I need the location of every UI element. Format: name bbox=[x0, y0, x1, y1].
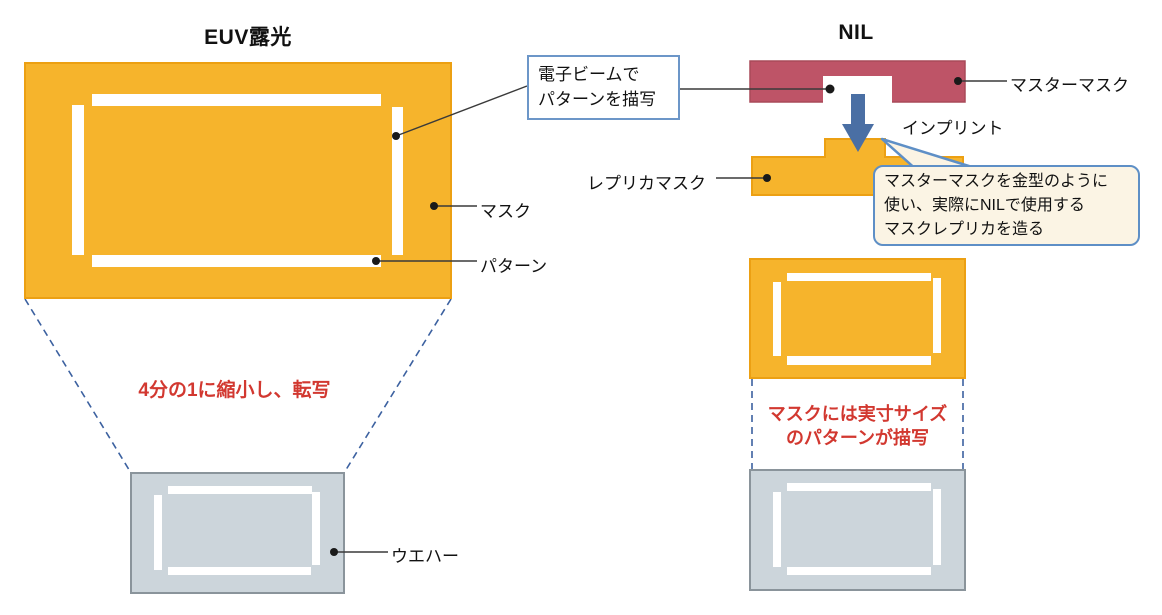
imprint-label: インプリント bbox=[902, 119, 1004, 138]
size-note: マスクには実寸サイズ のパターンが描写 bbox=[752, 402, 963, 450]
nil-title: NIL bbox=[838, 21, 874, 44]
mask-label: マスク bbox=[480, 202, 531, 221]
nil-mask-pattern bbox=[773, 273, 941, 365]
reduction-note: 4分の1に縮小し、転写 bbox=[138, 380, 331, 401]
pattern-bar-left bbox=[773, 492, 781, 567]
replica-note-line1: マスターマスクを金型のように bbox=[884, 173, 1109, 190]
pattern-bar-bottom bbox=[787, 356, 931, 365]
pattern-bar-right bbox=[933, 278, 941, 353]
wafer-left bbox=[130, 472, 345, 594]
dashed-line-left bbox=[24, 298, 132, 474]
reduction-dashed-lines bbox=[24, 298, 452, 474]
leader-dot bbox=[392, 132, 400, 140]
replica-note-line3: マスクレプリカを造る bbox=[884, 221, 1045, 238]
connector-lines bbox=[330, 77, 1007, 556]
pattern-bar-left bbox=[154, 495, 162, 570]
leader-dot bbox=[954, 77, 962, 85]
imprint-arrow bbox=[842, 94, 874, 152]
same-size-dashed-lines bbox=[751, 379, 964, 469]
wafer-right bbox=[749, 469, 966, 591]
replica-note-bubble: マスターマスクを金型のように 使い、実際にNILで使用する マスクレプリカを造る bbox=[873, 165, 1140, 246]
pattern-bar-right bbox=[312, 492, 320, 565]
leader-dot bbox=[825, 84, 835, 94]
wafer-pattern bbox=[773, 483, 941, 575]
wafer-pattern bbox=[154, 486, 320, 575]
pattern-bar-top bbox=[787, 273, 931, 281]
pattern-bar-left bbox=[72, 105, 84, 255]
arrow-head bbox=[842, 124, 874, 152]
size-note-line1: マスクには実寸サイズ bbox=[767, 404, 948, 424]
arrow-shaft bbox=[851, 94, 865, 125]
pattern-bar-top bbox=[787, 483, 931, 491]
leader-dot bbox=[430, 202, 438, 210]
euv-title: EUV露光 bbox=[204, 26, 292, 49]
pattern-bar-left bbox=[773, 282, 781, 356]
pattern-bar-right bbox=[933, 489, 941, 565]
pattern-bar-bottom bbox=[787, 567, 931, 575]
pattern-bar-top bbox=[92, 94, 381, 106]
ebeam-callout-box: 電子ビームで パターンを描写 bbox=[527, 55, 680, 120]
leader-dot bbox=[330, 548, 338, 556]
pattern-bar-bottom bbox=[168, 567, 311, 575]
nil-mask bbox=[749, 258, 966, 379]
ebeam-callout-line1: 電子ビームで bbox=[538, 65, 640, 84]
euv-mask-pattern bbox=[72, 94, 403, 267]
leader-dot bbox=[763, 174, 771, 182]
replica-note-line2: 使い、実際にNILで使用する bbox=[884, 197, 1085, 214]
master-mask-label: マスターマスク bbox=[1010, 76, 1129, 95]
wafer-label: ウエハー bbox=[391, 547, 459, 566]
dashed-line-right bbox=[343, 298, 452, 474]
pattern-bar-right bbox=[392, 107, 403, 255]
pattern-bar-bottom bbox=[92, 255, 381, 267]
euv-mask bbox=[24, 62, 452, 299]
leader-ebeam-to-euv bbox=[395, 85, 528, 137]
pattern-bar-top bbox=[168, 486, 312, 494]
size-note-line2: のパターンが描写 bbox=[785, 428, 930, 448]
ebeam-callout-line2: パターンを描写 bbox=[538, 90, 657, 109]
leader-dot bbox=[372, 257, 380, 265]
replica-mask-label: レプリカマスク bbox=[587, 174, 706, 193]
pattern-label: パターン bbox=[480, 257, 548, 276]
